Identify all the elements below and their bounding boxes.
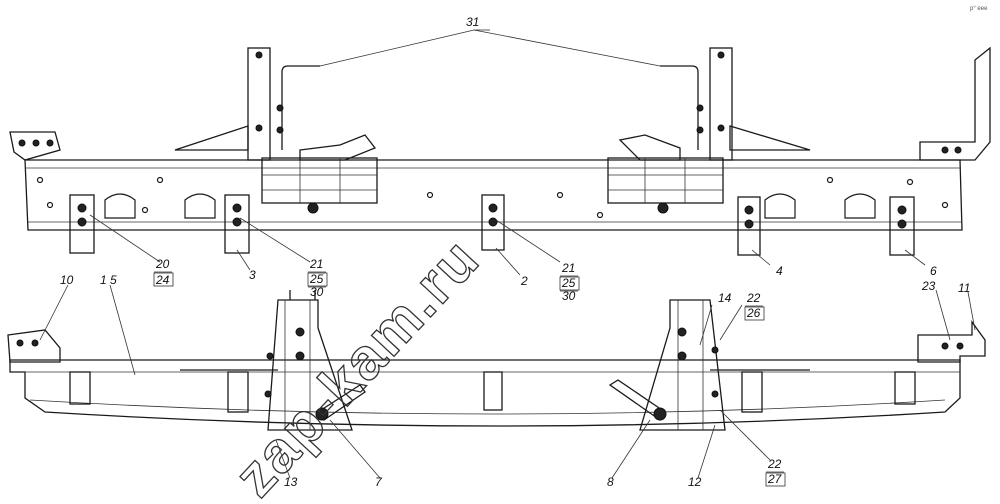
label-22-top: 22 — [746, 291, 761, 305]
bolt — [717, 124, 725, 132]
bolt — [18, 139, 26, 147]
right-upright — [709, 47, 733, 161]
label-21-right: 21 — [561, 261, 575, 275]
right-clamp-block — [607, 157, 724, 204]
label-14: 14 — [718, 291, 732, 305]
bottom-leaders — [39, 284, 976, 479]
bottom-view — [7, 290, 986, 431]
label-6: 6 — [930, 264, 937, 278]
corner-mark: р° еее — [970, 6, 988, 12]
label-3: 3 — [249, 268, 256, 282]
label-8: 8 — [607, 475, 614, 489]
bolt — [255, 51, 263, 59]
right-lever — [618, 134, 681, 161]
top-leaders — [89, 29, 926, 276]
label-21-left: 21 — [309, 257, 323, 271]
left-upright — [247, 47, 271, 161]
label-2: 2 — [520, 274, 528, 288]
top-view — [9, 46, 991, 256]
bolt — [46, 139, 54, 147]
label-11: 11 — [958, 281, 970, 295]
label-13: 13 — [284, 475, 298, 489]
label-22-bottom: 22 — [767, 457, 782, 471]
right-end-bracket — [919, 46, 991, 161]
bottom-beam-outline — [9, 359, 961, 427]
label-25-right: 25 — [561, 276, 576, 290]
bolt — [32, 139, 40, 147]
left-tow-plate — [174, 125, 249, 151]
left-post-stubs — [289, 290, 316, 300]
left-lever — [299, 134, 377, 161]
beam-cutout — [764, 193, 796, 219]
label-27: 27 — [767, 472, 783, 486]
label-31: 31 — [466, 15, 479, 29]
label-24: 24 — [155, 273, 170, 287]
nut — [307, 202, 319, 214]
bolt — [941, 146, 949, 154]
nut — [657, 202, 669, 214]
bolt — [255, 124, 263, 132]
label-12: 12 — [688, 475, 702, 489]
hook-pin — [653, 407, 667, 421]
right-hook-rod — [660, 65, 699, 150]
right-tow-plate — [729, 125, 811, 151]
left-clamp-block — [261, 157, 378, 204]
bottom-left-gusset — [267, 299, 353, 431]
beam-holes — [36, 176, 949, 219]
bolt — [954, 146, 962, 154]
beam-cutout — [184, 193, 216, 219]
label-25-left: 25 — [309, 272, 324, 286]
beam-cutout — [104, 193, 136, 219]
label-7: 7 — [375, 475, 383, 489]
top-mount-brackets — [69, 194, 915, 256]
label-20: 20 — [155, 257, 170, 271]
label-1-5: 1 5 — [100, 273, 117, 287]
label-26: 26 — [746, 306, 761, 320]
bottom-left-end-bracket — [7, 329, 61, 363]
beam-cutout — [844, 193, 876, 219]
left-end-bracket — [9, 131, 61, 161]
bolt — [717, 51, 725, 59]
bottom-right-end-bracket — [917, 319, 986, 363]
bottom-mount-brackets — [69, 371, 916, 413]
label-30-left: 30 — [310, 285, 324, 299]
callouts: 31 20 24 3 21 25 30 2 21 25 30 4 6 10 1 … — [60, 6, 988, 489]
watermark: zap-kam.ru — [222, 226, 492, 504]
label-30-right: 30 — [562, 289, 576, 303]
bottom-beam-lower-edge — [29, 399, 946, 415]
label-23: 23 — [921, 279, 936, 293]
label-10: 10 — [60, 273, 74, 287]
label-4: 4 — [776, 264, 783, 278]
left-hook-rod — [281, 65, 320, 150]
hook-pin — [315, 407, 329, 421]
